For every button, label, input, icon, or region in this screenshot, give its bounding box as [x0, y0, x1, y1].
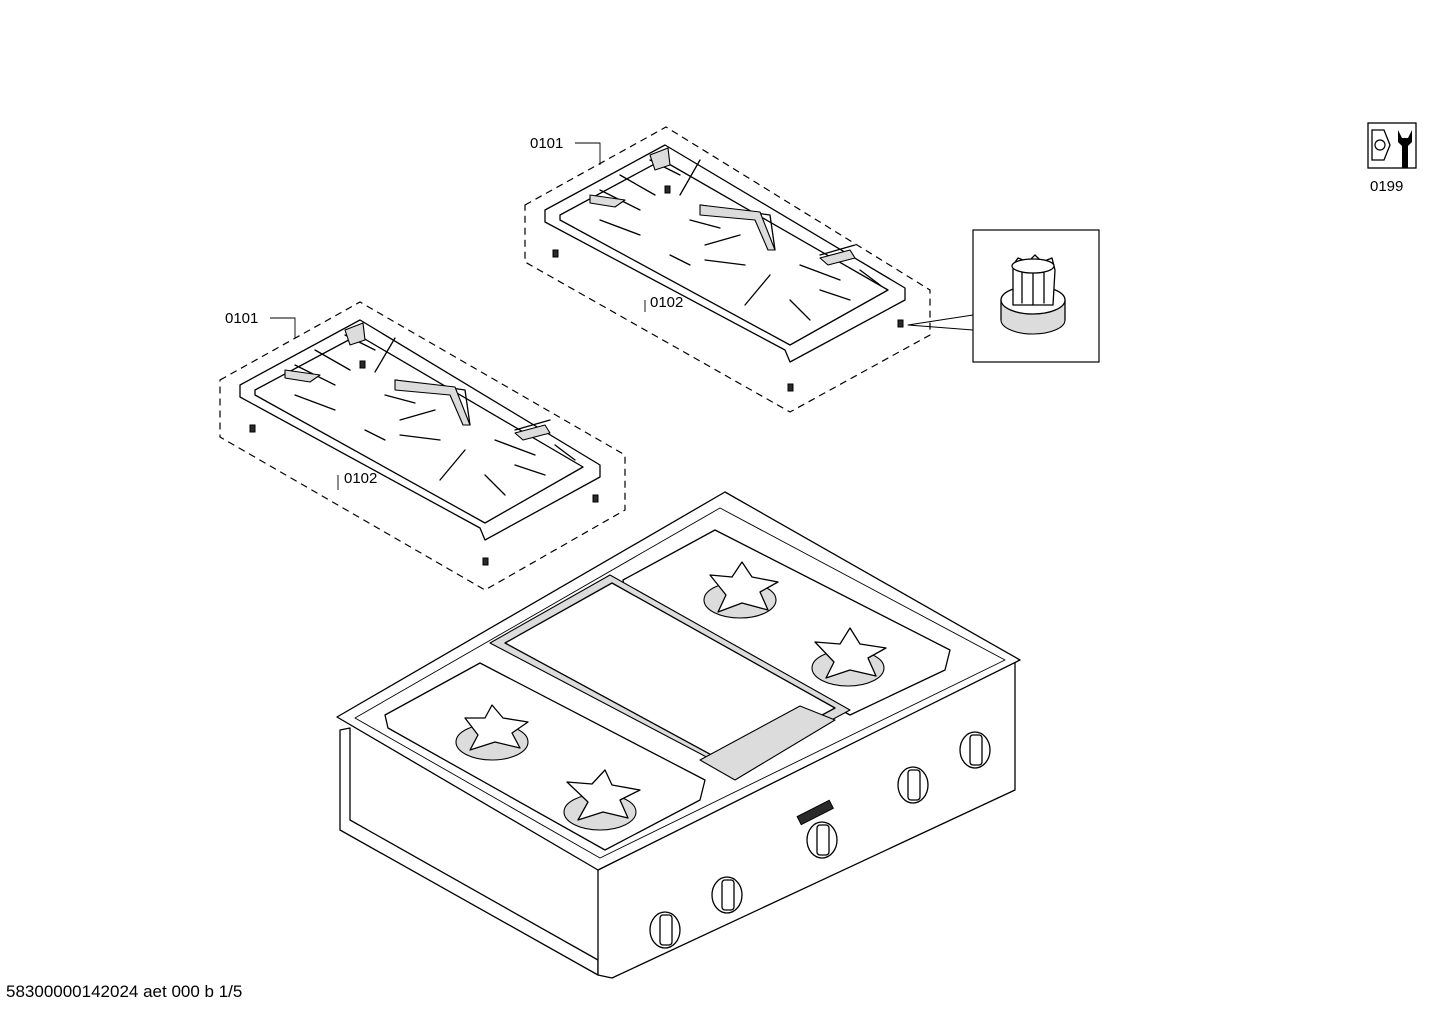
lower-foot-label: 0102 — [344, 470, 377, 487]
upper-grate-dashed-outline — [524, 126, 931, 413]
upper-grate[interactable] — [544, 144, 906, 363]
lower-grate-feet[interactable] — [249, 360, 599, 566]
upper-grate-feet[interactable] — [552, 185, 904, 392]
knob-3[interactable] — [806, 821, 838, 859]
document-id-footer: 58300000142024 aet 000 b 1/5 — [6, 982, 243, 1001]
upper-grate-label: 0101 — [530, 135, 563, 152]
knob-4[interactable] — [897, 766, 929, 804]
burner-left-rear[interactable] — [455, 704, 529, 761]
burner-right-front[interactable] — [811, 627, 887, 687]
upper-grate-group: 0101 0102 — [524, 126, 974, 413]
nut-and-wrench-icon — [1367, 122, 1417, 169]
foot-detail-box — [972, 229, 1100, 363]
lower-grate-label: 0101 — [225, 310, 258, 327]
burner-left-front[interactable] — [563, 769, 641, 831]
lower-grate-group: 0101 0102 — [219, 301, 626, 591]
knob-1[interactable] — [649, 911, 681, 949]
knob-2[interactable] — [711, 876, 743, 914]
lower-grate[interactable] — [239, 319, 601, 541]
brand-badge — [796, 799, 834, 826]
knob-5[interactable] — [959, 731, 991, 769]
upper-foot-label: 0102 — [650, 294, 683, 311]
tools-label: 0199 — [1370, 178, 1403, 195]
lower-grate-dashed-outline — [219, 301, 626, 591]
burner-right-rear[interactable] — [703, 561, 779, 619]
rangetop — [336, 491, 1021, 979]
